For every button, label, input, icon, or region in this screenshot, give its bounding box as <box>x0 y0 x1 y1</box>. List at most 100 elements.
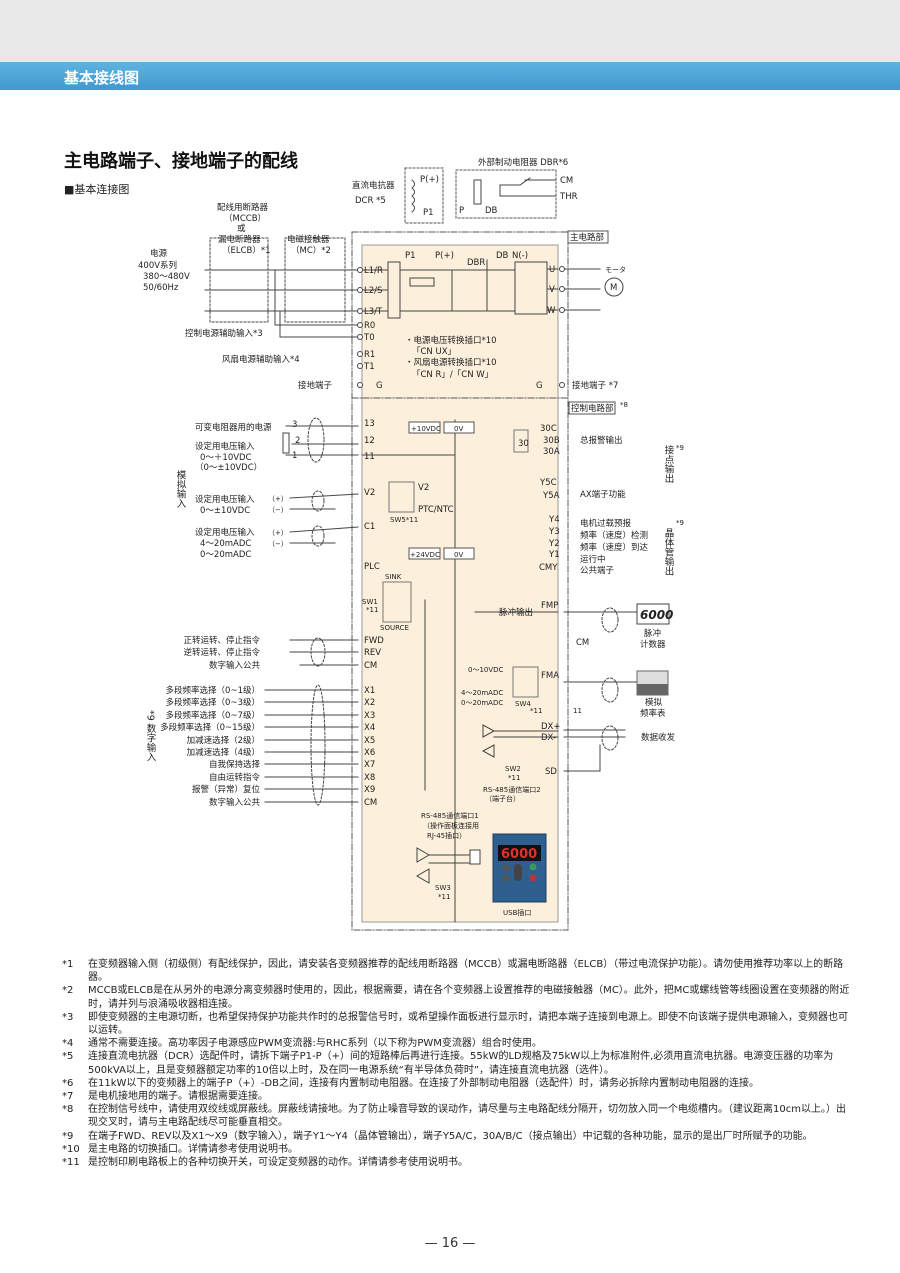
terminal-fwd: FWD <box>364 636 384 646</box>
mccb-label-2: （MCCB） <box>224 213 266 224</box>
v2-minus: （−） <box>268 506 288 514</box>
stop-button[interactable] <box>529 874 537 882</box>
y1-label: 运行中 <box>580 554 606 565</box>
input-terminal-labels: L1/R L2/S L3/T R0 T0 R1 T1 G <box>363 266 383 391</box>
terminal-rev: REV <box>364 648 381 658</box>
footnote-text: 即使变频器的主电源切断，也希望保持保护功能共作时的总报警信号时，或希望操作面板进… <box>88 1011 848 1037</box>
terminal-y4: Y4 <box>548 515 560 525</box>
keypad-updown[interactable] <box>514 864 522 881</box>
page-number: — 16 — <box>424 1236 476 1251</box>
motor-symbol: M <box>610 283 617 293</box>
input-label-rev: 逆转运转、停止指令 <box>183 647 260 658</box>
analog-input-group: 模拟输入 <box>175 469 187 508</box>
rs485-1-label-3: RJ-45插口） <box>427 831 466 840</box>
page-title: 主电路端子、接地端子的配线 <box>64 151 298 172</box>
footnote-number: *7 <box>62 1091 74 1103</box>
terminal-30b: 30B <box>543 436 560 446</box>
pulse-output-label: 脉冲输出 <box>499 607 533 618</box>
input-label-x8: 自由运转指令 <box>209 772 261 783</box>
footnote-text: 在变频器输入侧（初级侧）有配线保护，因此，请安装各变频器推荐的配线用断路器（MC… <box>88 959 844 984</box>
v2-input-2: 0～±10VDC <box>200 506 250 516</box>
cmy-label: 公共端子 <box>580 565 615 576</box>
analog-terminals: 13 12 11 V2 C1 <box>364 419 375 532</box>
run-button[interactable] <box>529 863 537 871</box>
bus-dbr: DBR <box>467 258 485 268</box>
footnote-number: *11 <box>62 1157 80 1169</box>
pulse-counter-label-1: 脉冲 <box>644 628 661 639</box>
main-circuit-tag: 主电路部 <box>570 232 605 243</box>
sw5-switch[interactable] <box>388 481 415 513</box>
rs485-2-label-1: RS-485通信端口2 <box>483 785 541 794</box>
pot-pin-1: 1 <box>292 451 297 461</box>
sw2-label: SW2 <box>505 765 521 773</box>
pulse-counter-label-2: 计数器 <box>640 639 666 650</box>
aux-fan-input: 风扇电源辅助输入*4 <box>222 354 300 365</box>
terminal-x9: X9 <box>364 785 375 795</box>
input-label-cm1: 数字输入公共 <box>209 660 261 671</box>
pot-pin-2: 2 <box>295 436 300 446</box>
inverter-panel <box>361 244 559 923</box>
terminal-l2: L2/S <box>364 286 382 296</box>
contact-output-note: *9 <box>676 444 684 452</box>
footnote-number: *8 <box>62 1104 74 1116</box>
terminal-13: 13 <box>364 419 375 429</box>
v2-plus: （+） <box>268 495 288 503</box>
transistor-output-group: 晶体管输出 <box>663 528 675 576</box>
dcr-box <box>404 167 444 224</box>
zero-v-label-2: 0V <box>454 551 463 559</box>
terminal-x6: X6 <box>364 748 375 758</box>
dcr-label-2: DCR *5 <box>355 196 386 206</box>
footnote-number: *9 <box>62 1130 74 1142</box>
terminal-11: 11 <box>364 452 375 462</box>
terminal-x4: X4 <box>364 723 375 733</box>
section-header-bar: 基本接线图 <box>0 62 900 90</box>
v-input-3: （0～±10VDC） <box>195 462 262 473</box>
terminal-dx-plus: DX+ <box>541 722 561 732</box>
terminal-cm2: CM <box>364 798 377 808</box>
zero-v-label-1: 0V <box>454 425 463 433</box>
pot-power-label: 可变电阻器用的电源 <box>195 422 272 433</box>
ext-dbr-db: DB <box>485 206 498 216</box>
ax-function-label: AX端子功能 <box>580 489 626 500</box>
terminal-t0: T0 <box>363 333 375 343</box>
diagram-subtitle: ■基本连接图 <box>64 183 130 196</box>
ext-dbr-label: 外部制动电阻器 DBR*6 <box>478 157 568 168</box>
main-circuit-tag-box <box>567 230 609 244</box>
bus-n: N(-) <box>512 251 528 261</box>
y4-label: 电机过载预报 <box>580 518 632 529</box>
sw4-label: SW4 <box>515 700 531 708</box>
keypad-button[interactable] <box>502 864 510 872</box>
terminal-fmp: FMP <box>541 601 558 611</box>
sw1-switch[interactable] <box>382 581 412 623</box>
sw3-note: *11 <box>438 893 450 901</box>
top-band <box>0 0 900 62</box>
input-label-fwd: 正转运转、停止指令 <box>183 635 260 646</box>
footnote-number: *4 <box>62 1038 74 1050</box>
sw4-switch[interactable] <box>512 666 539 698</box>
p24v-label: +24VDC <box>410 551 440 559</box>
transistor-outputs: Y4 Y3 Y2 Y1 CMY 电机过载预报 频率（速度）检测 频率（速度）到达… <box>539 515 684 576</box>
mccb-label-3: 或 <box>237 223 246 234</box>
footnote-number: *1 <box>62 959 74 970</box>
input-label-cm2: 数字输入公共 <box>209 797 261 808</box>
sw1-label: SW1 <box>362 598 378 606</box>
input-label-x6: 加减速选择（4级） <box>187 747 260 758</box>
input-label-x5: 加减速选择（2级） <box>187 735 260 746</box>
control-tag-note: *8 <box>620 401 628 409</box>
contact-output-group: 接点输出 <box>663 444 675 484</box>
fma-opt-2: 4～20mADC <box>461 689 503 697</box>
terminal-l1: L1/R <box>364 266 383 276</box>
power-label: 电源 <box>150 248 168 259</box>
fma-opt-1: 0～10VDC <box>468 666 504 674</box>
rs485-2-label-2: （端子台） <box>485 794 520 803</box>
digital-input-labels: 正转运转、停止指令 逆转运转、停止指令 数字输入公共 多段频率选择（0~1级） … <box>160 635 260 808</box>
sw5-label: SW5*11 <box>390 516 418 524</box>
footnote-number: *5 <box>62 1051 74 1063</box>
keypad-button[interactable] <box>502 874 510 882</box>
